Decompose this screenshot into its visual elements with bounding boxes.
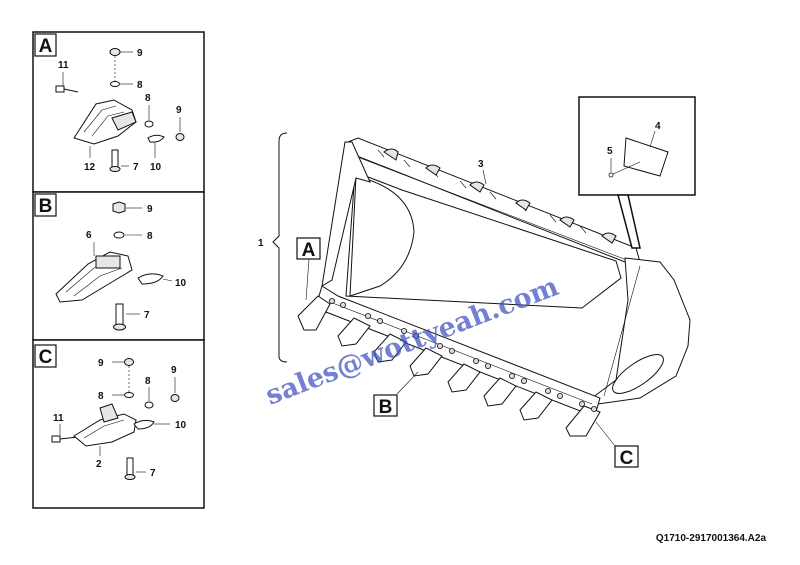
panel-c-label-8-right: 8: [145, 376, 151, 387]
label-1: 1: [258, 238, 264, 249]
panel-c-label-9-top: 9: [98, 358, 104, 369]
panel-c-letter: C: [39, 347, 53, 368]
panel-a-label-8-top: 8: [137, 80, 143, 91]
panel-a-label-7: 7: [133, 162, 139, 173]
detail-panel-b: B 9 8 6 10 7: [32, 191, 205, 341]
panel-c-label-11: 11: [53, 413, 64, 424]
panel-a-label-9-top: 9: [137, 48, 143, 59]
panel-a-label-8-right: 8: [145, 93, 151, 104]
panel-c-label-10: 10: [175, 420, 187, 431]
panel-b-label-10: 10: [175, 278, 187, 289]
bucket-assembly: 1: [258, 132, 691, 469]
panel-b-letter: B: [39, 196, 53, 217]
panel-a-label-11: 11: [58, 60, 69, 71]
panel-c-label-8-top: 8: [98, 391, 104, 402]
label-4: 4: [655, 121, 661, 132]
panel-c-label-9-right: 9: [171, 365, 177, 376]
drawing-code: Q1710-2917001364.A2a: [656, 533, 767, 544]
panel-b-label-8: 8: [147, 231, 153, 242]
panel-b-label-7: 7: [144, 310, 150, 321]
panel-b-label-9: 9: [147, 204, 153, 215]
panel-c-label-2: 2: [96, 459, 102, 470]
label-3: 3: [478, 159, 484, 170]
callout-b: B: [379, 397, 393, 418]
panel-a-letter: A: [39, 36, 53, 57]
detail-panel-a: A 9 8 11 12 8 9 10 7: [32, 31, 205, 193]
detail-panel-c: C 9 8 8 9 11 2 10 7: [32, 339, 205, 509]
panel-a-label-12: 12: [84, 162, 96, 173]
callout-c: C: [620, 448, 634, 469]
panel-a-label-10: 10: [150, 162, 162, 173]
callout-a: A: [302, 240, 316, 261]
panel-a-label-9-right: 9: [176, 105, 182, 116]
panel-b-label-6: 6: [86, 230, 92, 241]
panel-c-label-7: 7: [150, 468, 156, 479]
label-5: 5: [607, 146, 613, 157]
inset-detail: 4 5: [578, 96, 696, 249]
